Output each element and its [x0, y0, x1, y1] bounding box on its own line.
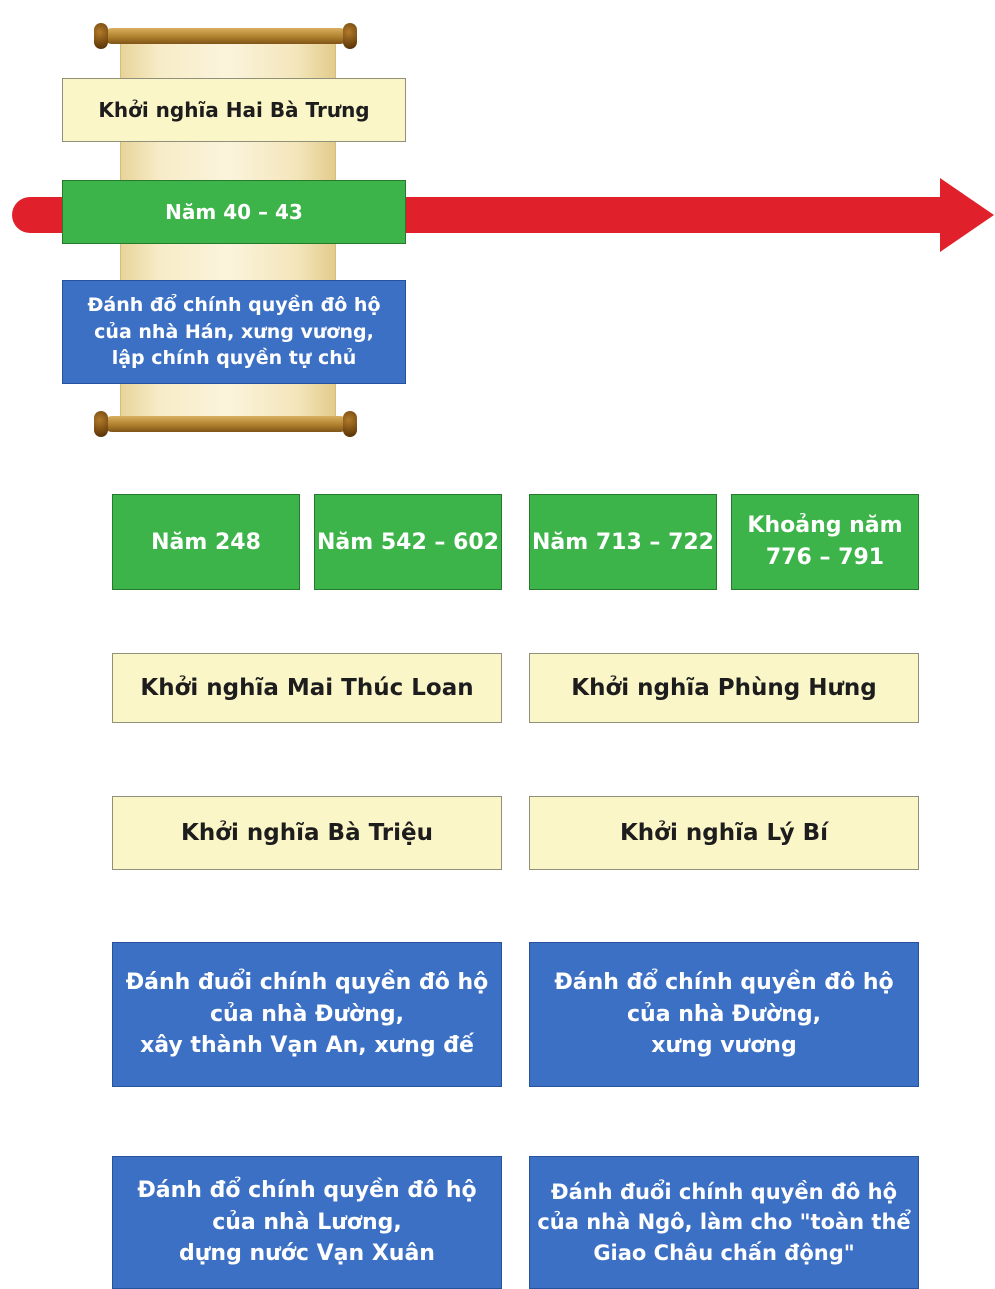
- date-label: Khoảng năm 776 – 791: [747, 513, 903, 570]
- example-description-box: Đánh đổ chính quyền đô hộ của nhà Hán, x…: [62, 280, 406, 384]
- event-label: Khởi nghĩa Mai Thúc Loan: [140, 675, 474, 701]
- description-label: Đánh đuổi chính quyền đô hộ của nhà Đườn…: [125, 969, 489, 1059]
- description-card[interactable]: Đánh đổ chính quyền đô hộ của nhà Đường,…: [529, 942, 919, 1087]
- scroll-bottom-knob-right: [343, 411, 357, 437]
- event-label: Khởi nghĩa Lý Bí: [619, 820, 829, 846]
- date-card[interactable]: Năm 542 – 602: [314, 494, 502, 590]
- scroll-top-knob-right: [343, 23, 357, 49]
- scroll-bottom-rod: [104, 416, 348, 432]
- scroll-bottom-knob-left: [94, 411, 108, 437]
- event-card[interactable]: Khởi nghĩa Phùng Hưng: [529, 653, 919, 723]
- example-date-label: Năm 40 – 43: [165, 200, 303, 224]
- timeline-arrow-head: [940, 178, 994, 252]
- date-card[interactable]: Năm 713 – 722: [529, 494, 717, 590]
- example-event-box: Khởi nghĩa Hai Bà Trưng: [62, 78, 406, 142]
- description-label: Đánh đổ chính quyền đô hộ của nhà Đường,…: [554, 969, 894, 1059]
- description-label: Đánh đổ chính quyền đô hộ của nhà Lương,…: [137, 1177, 477, 1267]
- description-label: Đánh đuổi chính quyền đô hộ của nhà Ngô,…: [537, 1179, 911, 1265]
- event-label: Khởi nghĩa Phùng Hưng: [571, 675, 877, 701]
- event-label: Khởi nghĩa Bà Triệu: [181, 820, 433, 846]
- description-card[interactable]: Đánh đuổi chính quyền đô hộ của nhà Ngô,…: [529, 1156, 919, 1289]
- description-card[interactable]: Đánh đuổi chính quyền đô hộ của nhà Đườn…: [112, 942, 502, 1087]
- scroll-top-knob-left: [94, 23, 108, 49]
- event-card[interactable]: Khởi nghĩa Lý Bí: [529, 796, 919, 870]
- example-description-label: Đánh đổ chính quyền đô hộ của nhà Hán, x…: [87, 294, 381, 370]
- event-card[interactable]: Khởi nghĩa Bà Triệu: [112, 796, 502, 870]
- description-card[interactable]: Đánh đổ chính quyền đô hộ của nhà Lương,…: [112, 1156, 502, 1289]
- date-label: Năm 248: [151, 529, 261, 555]
- example-event-label: Khởi nghĩa Hai Bà Trưng: [98, 98, 370, 122]
- date-label: Năm 542 – 602: [316, 529, 499, 555]
- date-label: Năm 713 – 722: [531, 529, 714, 555]
- example-date-box: Năm 40 – 43: [62, 180, 406, 244]
- date-card[interactable]: Khoảng năm 776 – 791: [731, 494, 919, 590]
- event-card[interactable]: Khởi nghĩa Mai Thúc Loan: [112, 653, 502, 723]
- scroll-top-rod: [104, 28, 348, 44]
- date-card[interactable]: Năm 248: [112, 494, 300, 590]
